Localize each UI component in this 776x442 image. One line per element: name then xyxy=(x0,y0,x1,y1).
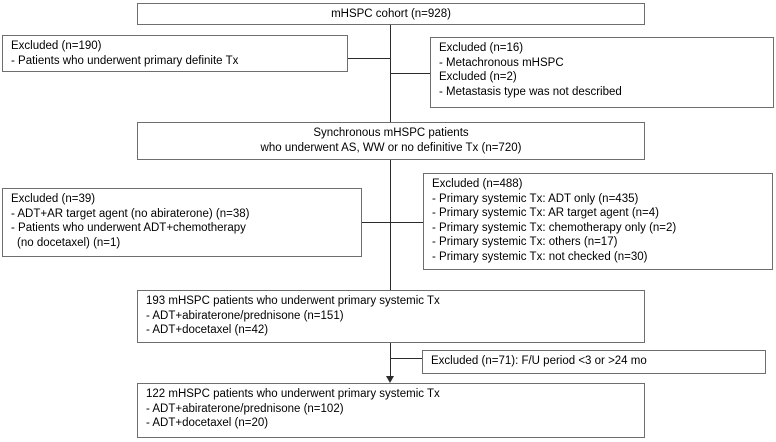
box-excluded-adt-ar: Excluded (n=39) - ADT+AR target agent (n… xyxy=(2,188,362,257)
connector-branch-excluded-adt-ar-systemic xyxy=(362,222,423,223)
box-text-line: 193 mHSPC patients who underwent primary… xyxy=(146,295,440,307)
arrow-down-icon xyxy=(386,376,394,383)
box-text-line: Excluded (n=190) xyxy=(11,40,102,52)
box-text-line: - Primary systemic Tx: others (n=17) xyxy=(432,236,618,249)
connector-synchronous-to-193 xyxy=(390,160,391,290)
box-text-line: - Metachronous mHSPC xyxy=(439,56,564,69)
box-text-line: - Primary systemic Tx: not checked (n=30… xyxy=(432,250,648,263)
box-synchronous-mhspc: Synchronous mHSPC patients who underwent… xyxy=(137,122,645,160)
box-text-line: - Patients who underwent ADT+chemotherap… xyxy=(11,222,246,235)
connector-branch-excluded-followup xyxy=(390,358,422,359)
box-excluded-primary-systemic: Excluded (n=488) - Primary systemic Tx: … xyxy=(423,173,773,270)
box-text-line: (no docetaxel) (n=1) xyxy=(17,236,121,249)
box-193-patients: 193 mHSPC patients who underwent primary… xyxy=(137,290,645,343)
box-text-line: Excluded (n=2) xyxy=(439,71,517,84)
box-excluded-definite-tx: Excluded (n=190) - Patients who underwen… xyxy=(2,35,348,72)
box-text-line: Excluded (n=488) xyxy=(432,178,523,190)
box-text-line: mHSPC cohort (n=928) xyxy=(331,8,451,20)
box-text-line: - ADT+docetaxel (n=42) xyxy=(146,324,269,337)
box-text-line: Excluded (n=71): F/U period <3 or >24 mo xyxy=(431,355,647,367)
connector-branch-excluded-metachronous xyxy=(390,73,430,74)
box-excluded-followup: Excluded (n=71): F/U period <3 or >24 mo xyxy=(422,350,766,374)
box-text-line: - ADT+docetaxel (n=20) xyxy=(146,417,269,430)
box-122-patients: 122 mHSPC patients who underwent primary… xyxy=(137,383,645,438)
box-text-line: - Metastasis type was not described xyxy=(439,85,622,98)
box-text-line: 122 mHSPC patients who underwent primary… xyxy=(146,388,440,400)
box-text-line: - ADT+AR target agent (no abiraterone) (… xyxy=(11,207,250,220)
box-text-line: Excluded (n=39) xyxy=(11,193,96,205)
box-mhspc-cohort: mHSPC cohort (n=928) xyxy=(137,3,645,25)
connector-branch-excluded-definite xyxy=(348,58,390,59)
box-text-line: - Primary systemic Tx: ADT only (n=435) xyxy=(432,192,639,205)
box-text-line: who underwent AS, WW or no definitive Tx… xyxy=(260,141,522,154)
box-text-line: Synchronous mHSPC patients xyxy=(313,127,469,139)
box-excluded-metachronous: Excluded (n=16) - Metachronous mHSPC Exc… xyxy=(430,37,774,108)
box-text-line: - Patients who underwent primary definit… xyxy=(11,54,239,67)
box-text-line: - Primary systemic Tx: AR target agent (… xyxy=(432,207,659,220)
box-text-line: - ADT+abiraterone/prednisone (n=102) xyxy=(146,402,344,415)
box-text-line: - ADT+abiraterone/prednisone (n=151) xyxy=(146,309,344,322)
box-text-line: - Primary systemic Tx: chemotherapy only… xyxy=(432,221,677,234)
connector-193-to-122 xyxy=(390,343,391,377)
box-text-line: Excluded (n=16) xyxy=(439,42,524,54)
